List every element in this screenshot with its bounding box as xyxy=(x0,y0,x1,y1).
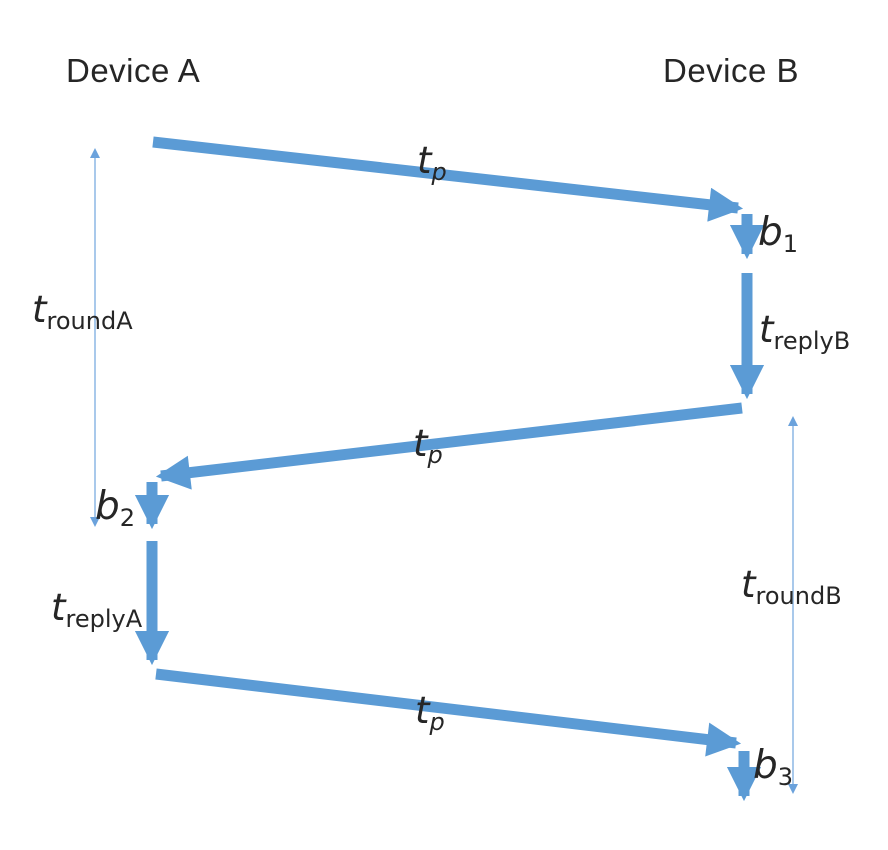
troundA-label: troundA xyxy=(32,288,133,336)
message-arrow-a-to-b-2 xyxy=(155,668,742,757)
tp-label-1: tp xyxy=(417,139,447,187)
tp-label-2: tp xyxy=(413,422,443,470)
troundB-label: troundB xyxy=(741,563,842,611)
message-arrow-a-to-b-1 xyxy=(152,136,744,222)
b3-label: b3 xyxy=(753,743,794,792)
tp-label-3: tp xyxy=(415,689,445,737)
b2-label: b2 xyxy=(95,484,136,533)
b1-label: b1 xyxy=(758,210,799,259)
message-arrow-b-to-a xyxy=(155,402,743,490)
device-a-label: Device A xyxy=(66,52,201,89)
treplyB-label: treplyB xyxy=(759,308,851,356)
device-b-label: Device B xyxy=(663,52,800,89)
treplyA-label: treplyA xyxy=(51,586,143,634)
